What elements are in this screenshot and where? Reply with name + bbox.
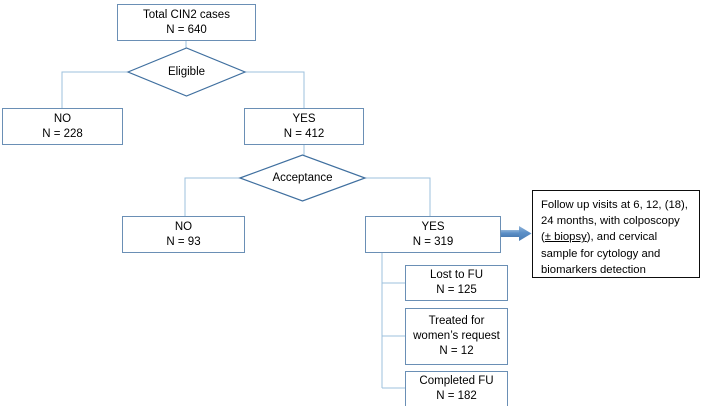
node-treated-line3: N = 12 <box>439 345 474 357</box>
node-lost-to-fu-line1: Lost to FU <box>429 269 484 281</box>
node-completed-fu: Completed FU N = 182 <box>405 371 508 406</box>
followup-note-part1: Follow up visits at 6, 12, (18), 24 mont… <box>541 199 688 244</box>
node-acceptance-yes: YES N = 319 <box>365 216 501 253</box>
node-eligible-decision: Eligible <box>128 48 245 96</box>
node-eligible-yes-line1: YES <box>292 112 316 125</box>
node-eligible-yes-line2: N = 412 <box>283 127 325 140</box>
edge-acceptance-no <box>184 177 240 216</box>
node-acceptance-no-line1: NO <box>174 220 193 233</box>
edge-acceptance-yes <box>365 177 431 216</box>
node-acceptance-yes-line1: YES <box>421 220 445 233</box>
node-eligible-label: Eligible <box>167 66 206 78</box>
node-completed-fu-line2: N = 182 <box>436 390 477 402</box>
node-acceptance-no-line2: N = 93 <box>166 235 201 248</box>
node-followup-note: Follow up visits at 6, 12, (18), 24 mont… <box>532 190 700 278</box>
node-acceptance-yes-line2: N = 319 <box>412 235 454 248</box>
node-eligible-no-line2: N = 228 <box>42 127 83 140</box>
edge-eligible-no <box>61 71 128 108</box>
node-treated-womens-request: Treated for women’s request N = 12 <box>405 308 508 365</box>
node-eligible-no-line1: NO <box>53 112 72 125</box>
node-treated-line1: Treated for <box>428 315 485 327</box>
followup-note-underlined: ± biopsy <box>544 231 587 244</box>
arrow-yes319-to-followup <box>500 226 532 241</box>
node-completed-fu-line1: Completed FU <box>419 375 494 387</box>
node-lost-to-fu: Lost to FU N = 125 <box>405 265 508 301</box>
node-total-cin2-cases: Total CIN2 cases N = 640 <box>117 4 256 41</box>
followup-note-part2: ), and cervical sample for cytology and … <box>541 231 661 276</box>
node-acceptance-label: Acceptance <box>272 172 333 184</box>
acceptance-diamond-shape <box>238 154 367 202</box>
node-acceptance-decision: Acceptance <box>240 155 365 201</box>
edge-eligible-yes <box>245 71 305 108</box>
eligible-diamond-shape <box>126 47 247 97</box>
node-lost-to-fu-line2: N = 125 <box>436 284 477 296</box>
node-eligible-yes: YES N = 412 <box>244 108 364 145</box>
node-eligible-no: NO N = 228 <box>2 108 123 145</box>
node-treated-line2: women’s request <box>413 330 500 342</box>
node-total-line1: Total CIN2 cases <box>143 8 230 21</box>
node-acceptance-no: NO N = 93 <box>122 216 245 253</box>
node-total-line2: N = 640 <box>166 23 207 36</box>
